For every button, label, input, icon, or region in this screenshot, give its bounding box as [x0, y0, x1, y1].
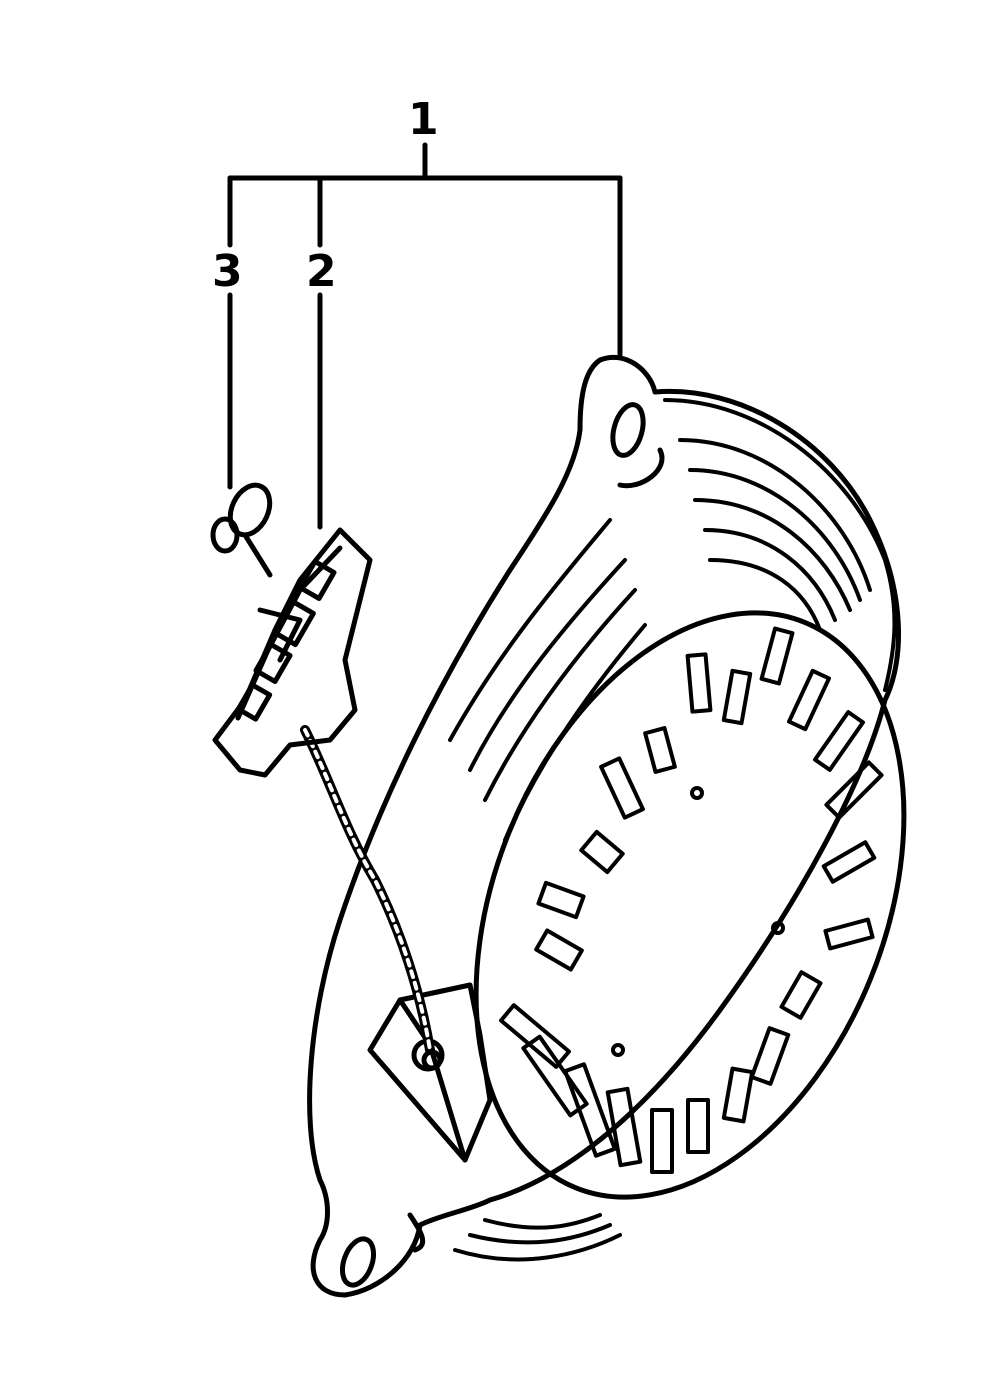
callout-leaders	[227, 142, 623, 530]
housing-fins	[448, 398, 897, 1262]
drum-slots	[498, 626, 884, 1174]
lower-mount-hole	[339, 1236, 377, 1288]
rope-knot	[210, 482, 273, 578]
callout-1: 1	[408, 94, 439, 145]
drum-face	[473, 610, 907, 1200]
upper-mount-hole	[610, 402, 646, 458]
starter-grip	[212, 527, 373, 778]
callout-2: 2	[306, 246, 337, 297]
rope-guide	[367, 982, 493, 1163]
starter-housing	[307, 354, 902, 1298]
starter-rope	[300, 725, 435, 1055]
callout-3: 3	[212, 246, 243, 297]
housing-flange	[307, 354, 902, 1298]
